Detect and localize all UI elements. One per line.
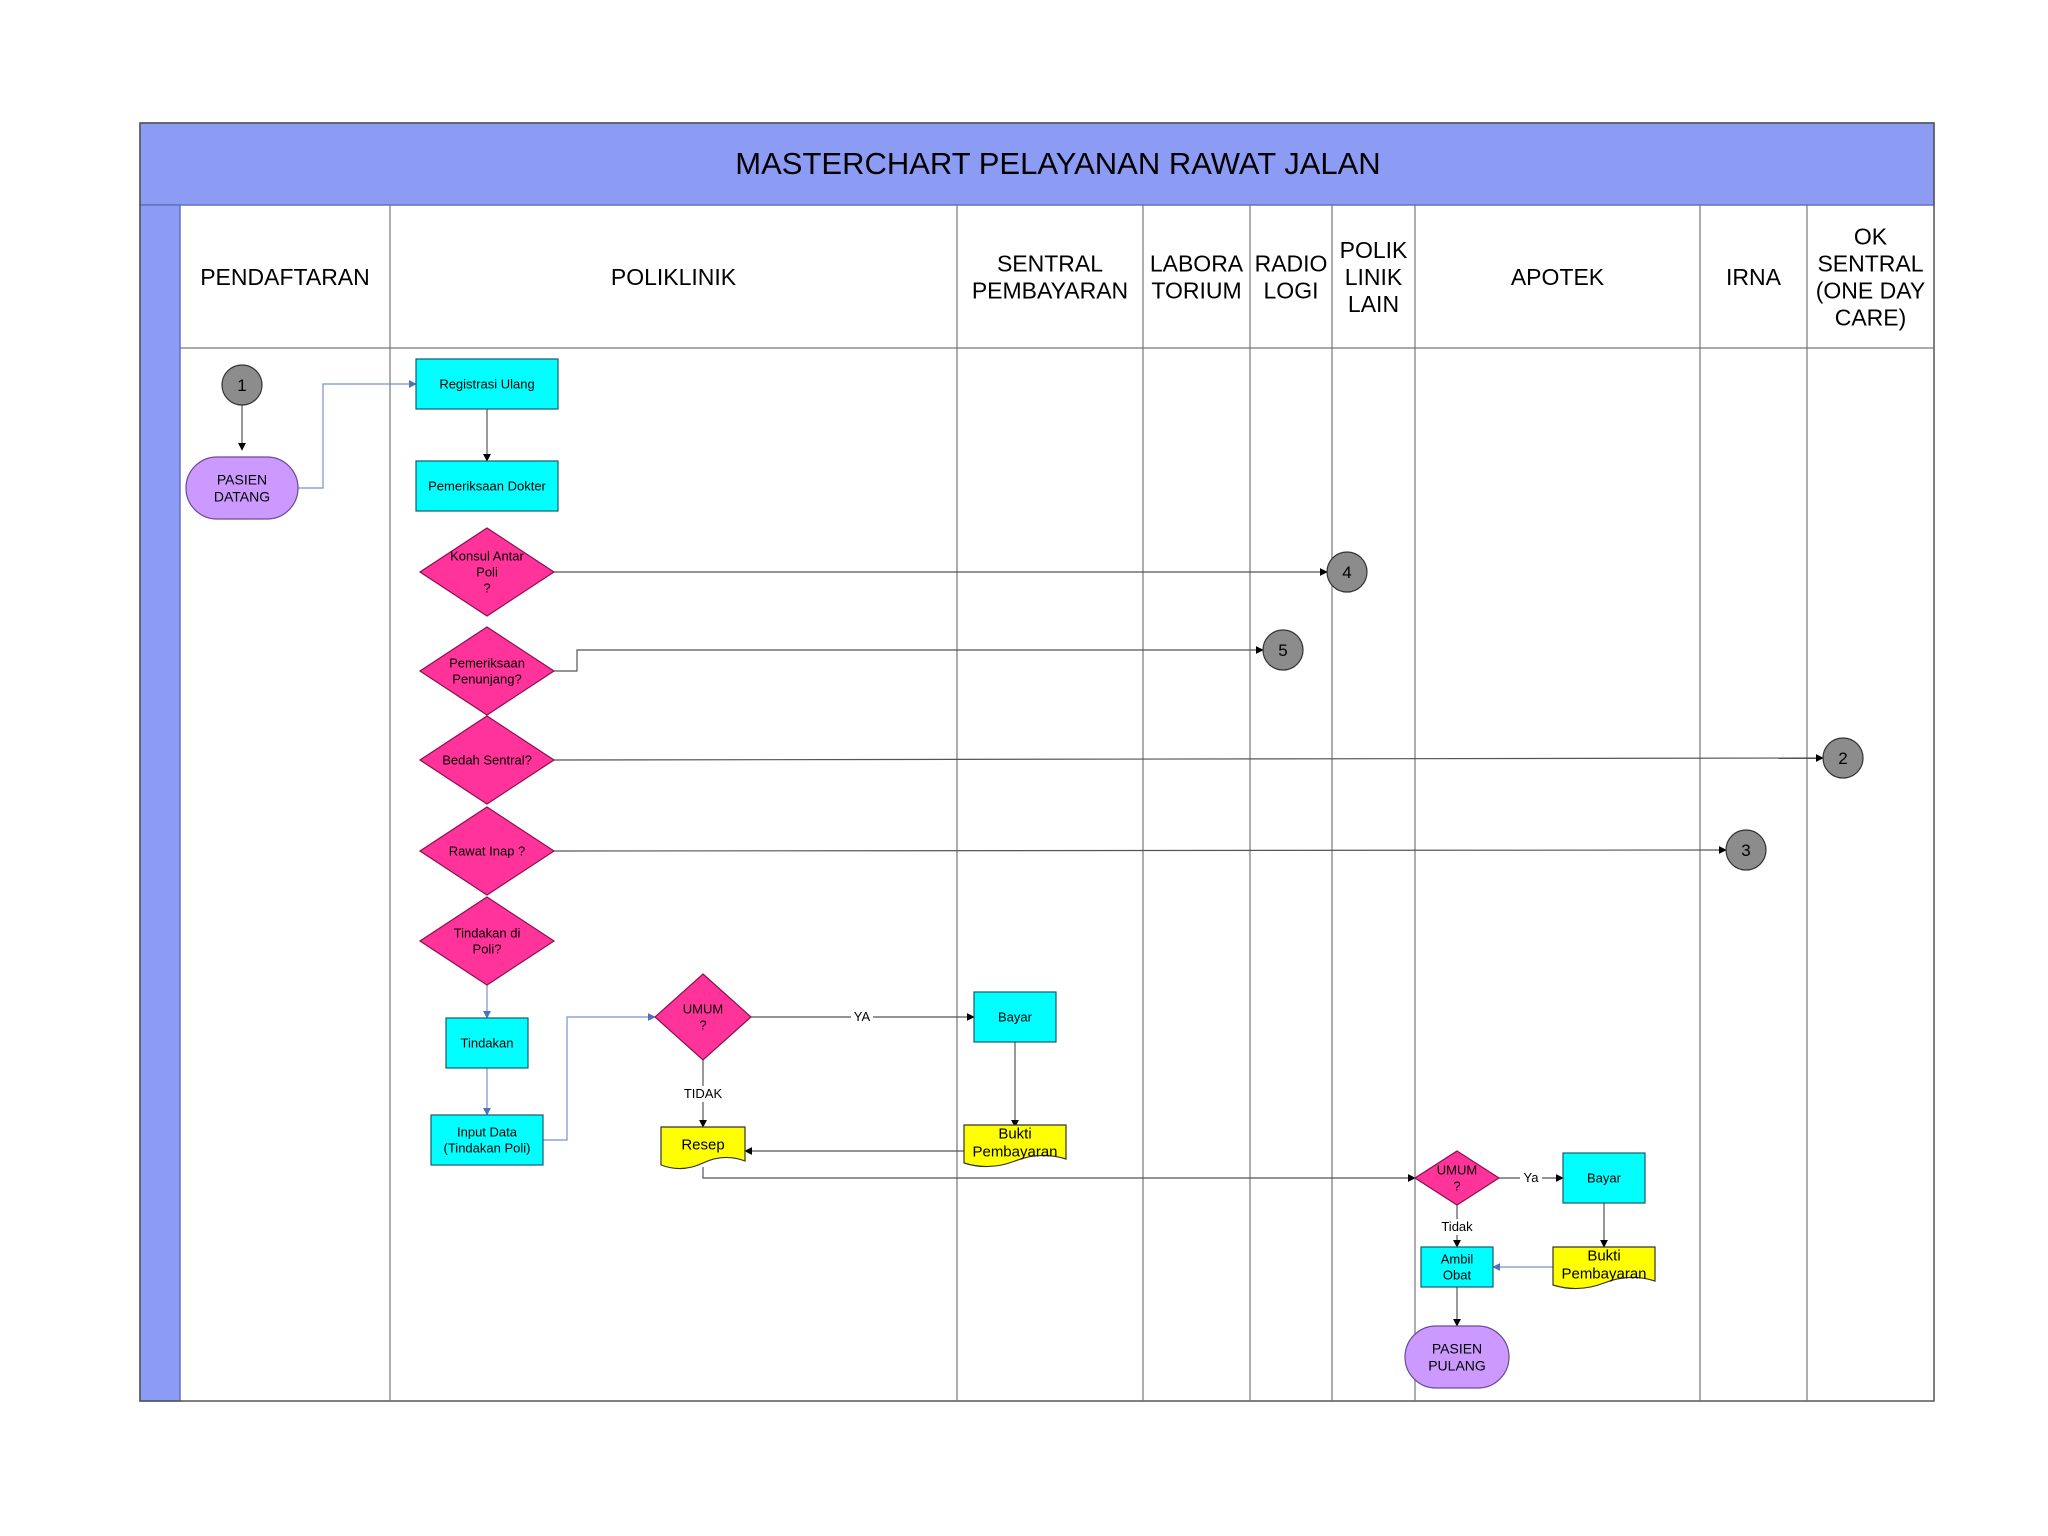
node-bayar1: Bayar (973, 991, 1057, 1043)
edge-penunjang-to-c5 (554, 646, 1264, 672)
lane-header: POLIKLINIK (611, 264, 737, 290)
lane-header: APOTEK (1511, 264, 1605, 290)
node-c4: 4 (1326, 551, 1368, 593)
edge-label-bg (680, 1086, 726, 1102)
title-band (139, 122, 1935, 206)
lane-header: PENDAFTARAN (200, 264, 370, 290)
edge-label: YA (854, 1009, 871, 1024)
node-label: Tindakan (461, 1036, 514, 1051)
node-rawat-inap: Rawat Inap ? (418, 806, 556, 896)
node-label: Registrasi Ulang (439, 377, 534, 392)
node-c5: 5 (1262, 629, 1304, 671)
node-label: 3 (1741, 841, 1750, 860)
edge-label-bg (1434, 1219, 1480, 1235)
edge-resep-to-umum2 (702, 1167, 1416, 1182)
edge-label: Tidak (1441, 1219, 1473, 1234)
node-registrasi: Registrasi Ulang (415, 358, 559, 410)
edge-bedah-to-c2 (553, 754, 1824, 763)
node-umum1: UMUM? (654, 973, 752, 1061)
node-tindakan: Tindakan (445, 1017, 529, 1069)
node-label: Rawat Inap ? (449, 844, 526, 859)
node-resep: Resep (660, 1126, 746, 1170)
chart-frame (139, 122, 1935, 1402)
node-c2: 2 (1822, 737, 1864, 779)
node-label: Input Data(Tindakan Poli) (444, 1125, 531, 1156)
edge-input-data-to-umum1 (543, 1013, 656, 1141)
node-label: Bedah Sentral? (442, 753, 532, 768)
edge-label: Ya (1524, 1170, 1540, 1185)
edge-label-bg (851, 1009, 873, 1025)
node-label: Resep (681, 1136, 724, 1153)
node-umum2: UMUM? (1413, 1150, 1501, 1206)
node-c3: 3 (1725, 829, 1767, 871)
left-margin-band (139, 204, 181, 1402)
node-label: 5 (1278, 641, 1287, 660)
edge-pasien-datang-to-registrasi (298, 380, 417, 489)
node-bayar2: Bayar (1562, 1152, 1646, 1204)
edge-label-bg (1520, 1170, 1542, 1186)
node-label: 1 (237, 376, 246, 395)
node-label: Pemeriksaan Dokter (428, 479, 546, 494)
lane-grid (180, 205, 1934, 1401)
edge-label: TIDAK (684, 1086, 723, 1101)
node-bedah: Bedah Sentral? (418, 715, 556, 805)
node-label: UMUM? (1437, 1163, 1477, 1194)
edge-rawat-inap-to-c3 (553, 846, 1727, 855)
node-pemeriksaan-dokter: Pemeriksaan Dokter (415, 460, 559, 512)
node-label: 2 (1838, 749, 1847, 768)
node-label: Bayar (1587, 1171, 1622, 1186)
node-label: 4 (1342, 563, 1351, 582)
diagram-title: MASTERCHART PELAYANAN RAWAT JALAN (735, 146, 1380, 181)
node-label: Bayar (998, 1010, 1033, 1025)
lane-header: IRNA (1726, 264, 1782, 290)
node-label: UMUM? (683, 1002, 723, 1033)
node-c1: 1 (221, 364, 263, 406)
node-input-data: Input Data(Tindakan Poli) (430, 1114, 544, 1166)
